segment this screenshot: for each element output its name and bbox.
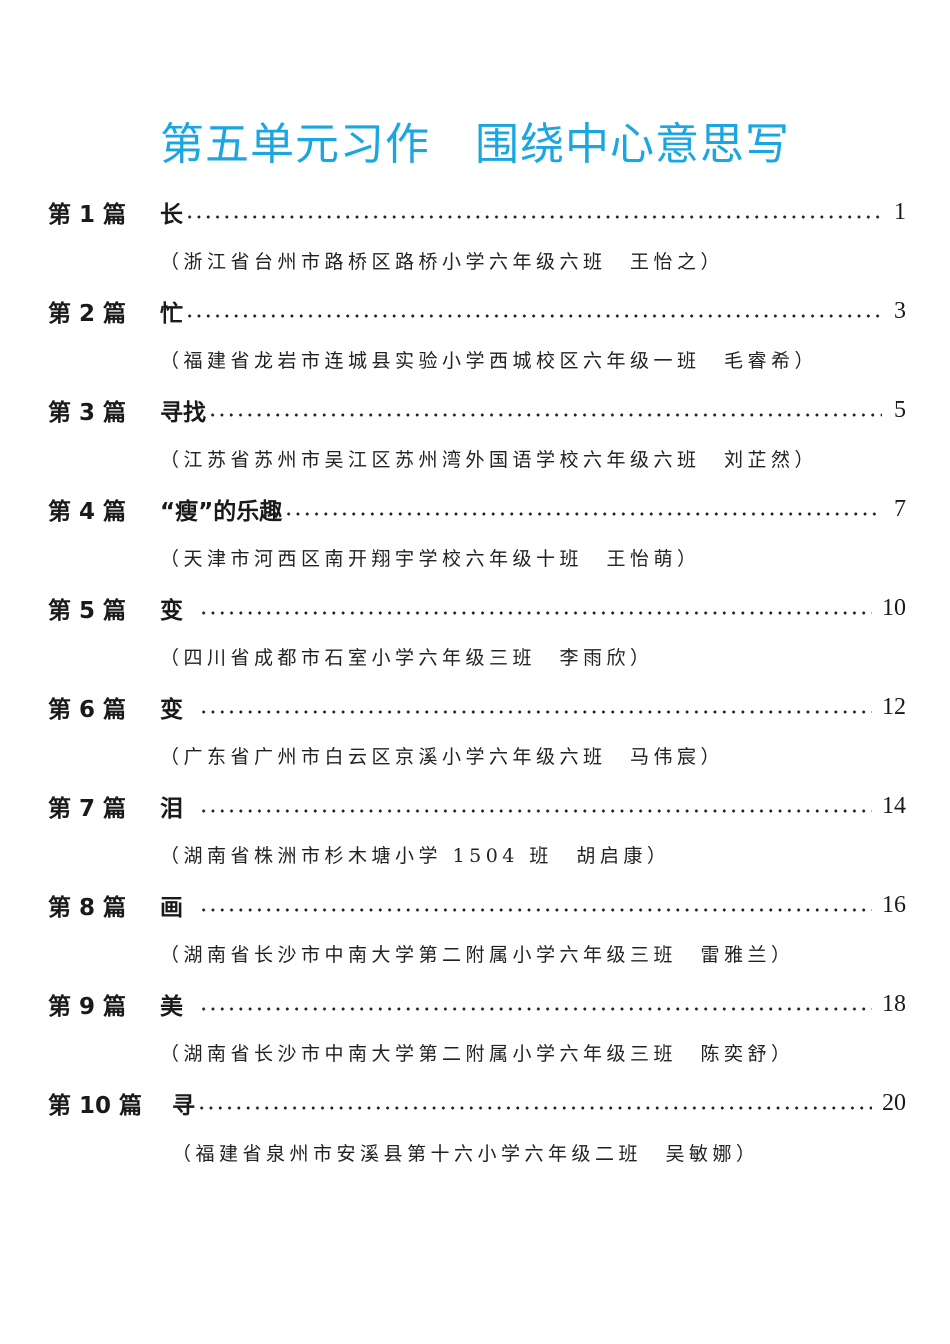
entry-author: （浙江省台州市路桥区路桥小学六年级六班 王怡之） bbox=[160, 251, 725, 273]
entry-page: 10 bbox=[882, 594, 906, 621]
dot-leader bbox=[199, 710, 872, 714]
page-title: 第五单元习作 围绕中心意思写 bbox=[160, 119, 790, 170]
toc-entry-9[interactable]: 第 9 篇 美 18 bbox=[48, 988, 906, 1021]
entry-number: 第 5 篇 bbox=[48, 598, 127, 624]
dot-leader bbox=[197, 1106, 872, 1110]
toc-entry-10[interactable]: 第 10 篇 寻 20 bbox=[48, 1087, 906, 1120]
entry-page: 3 bbox=[894, 297, 906, 324]
entry-page: 14 bbox=[882, 792, 906, 819]
toc-entry-2[interactable]: 第 2 篇 忙 3 bbox=[48, 295, 906, 328]
entry-page: 1 bbox=[894, 198, 906, 225]
entry-number: 第 8 篇 bbox=[48, 895, 127, 921]
dot-leader bbox=[284, 512, 882, 516]
toc-entry-8[interactable]: 第 8 篇 画 16 bbox=[48, 889, 906, 922]
toc-entry-3[interactable]: 第 3 篇 寻找 5 bbox=[48, 394, 906, 427]
entry-page: 16 bbox=[882, 891, 906, 918]
dot-leader bbox=[199, 1007, 872, 1011]
entry-page: 7 bbox=[894, 495, 906, 522]
entry-page: 12 bbox=[882, 693, 906, 720]
toc-entry-1[interactable]: 第 1 篇 长 1 bbox=[48, 196, 906, 229]
entry-title[interactable]: 寻找 bbox=[160, 400, 206, 426]
entry-author: （福建省龙岩市连城县实验小学西城校区六年级一班 毛睿希） bbox=[160, 350, 819, 372]
entry-title[interactable]: 忙 bbox=[160, 301, 183, 327]
entry-title[interactable]: 长 bbox=[160, 202, 183, 228]
entry-number: 第 4 篇 bbox=[48, 499, 127, 525]
entry-number: 第 1 篇 bbox=[48, 202, 127, 228]
entry-author: （天津市河西区南开翔宇学校六年级十班 王怡萌） bbox=[160, 548, 701, 570]
entry-author: （江苏省苏州市吴江区苏州湾外国语学校六年级六班 刘芷然） bbox=[160, 449, 819, 471]
dot-leader bbox=[185, 314, 882, 318]
entry-page: 18 bbox=[882, 990, 906, 1017]
entry-author: （湖南省长沙市中南大学第二附属小学六年级三班 雷雅兰） bbox=[160, 944, 795, 966]
toc-entry-4[interactable]: 第 4 篇 “瘦”的乐趣 7 bbox=[48, 493, 906, 526]
dot-leader bbox=[185, 215, 882, 219]
toc-entry-7[interactable]: 第 7 篇 泪 14 bbox=[48, 790, 906, 823]
entry-number: 第 3 篇 bbox=[48, 400, 127, 426]
entry-author: （四川省成都市石室小学六年级三班 李雨欣） bbox=[160, 647, 654, 669]
entry-number: 第 7 篇 bbox=[48, 796, 127, 822]
dot-leader bbox=[199, 809, 872, 813]
dot-leader bbox=[208, 413, 882, 417]
entry-number: 第 9 篇 bbox=[48, 994, 127, 1020]
entry-author: （广东省广州市白云区京溪小学六年级六班 马伟宸） bbox=[160, 746, 725, 768]
entry-title[interactable]: 美 bbox=[160, 994, 183, 1020]
entry-title[interactable]: “瘦”的乐趣 bbox=[160, 499, 283, 525]
entry-number: 第 6 篇 bbox=[48, 697, 127, 723]
toc-entry-5[interactable]: 第 5 篇 变 10 bbox=[48, 592, 906, 625]
entry-number: 第 10 篇 bbox=[48, 1093, 143, 1119]
entry-title[interactable]: 画 bbox=[160, 895, 183, 921]
entry-page: 20 bbox=[882, 1089, 906, 1116]
entry-number: 第 2 篇 bbox=[48, 301, 127, 327]
entry-title[interactable]: 变 bbox=[160, 598, 183, 624]
entry-author: （湖南省株洲市杉木塘小学 1504 班 胡启康） bbox=[160, 845, 671, 867]
entry-page: 5 bbox=[894, 396, 906, 423]
entry-author: （湖南省长沙市中南大学第二附属小学六年级三班 陈奕舒） bbox=[160, 1043, 795, 1065]
dot-leader bbox=[199, 611, 872, 615]
toc-entry-6[interactable]: 第 6 篇 变 12 bbox=[48, 691, 906, 724]
entry-title[interactable]: 寻 bbox=[172, 1093, 195, 1119]
dot-leader bbox=[199, 908, 872, 912]
entry-author: （福建省泉州市安溪县第十六小学六年级二班 吴敏娜） bbox=[172, 1143, 760, 1165]
entry-title[interactable]: 变 bbox=[160, 697, 183, 723]
entry-title[interactable]: 泪 bbox=[160, 796, 183, 822]
